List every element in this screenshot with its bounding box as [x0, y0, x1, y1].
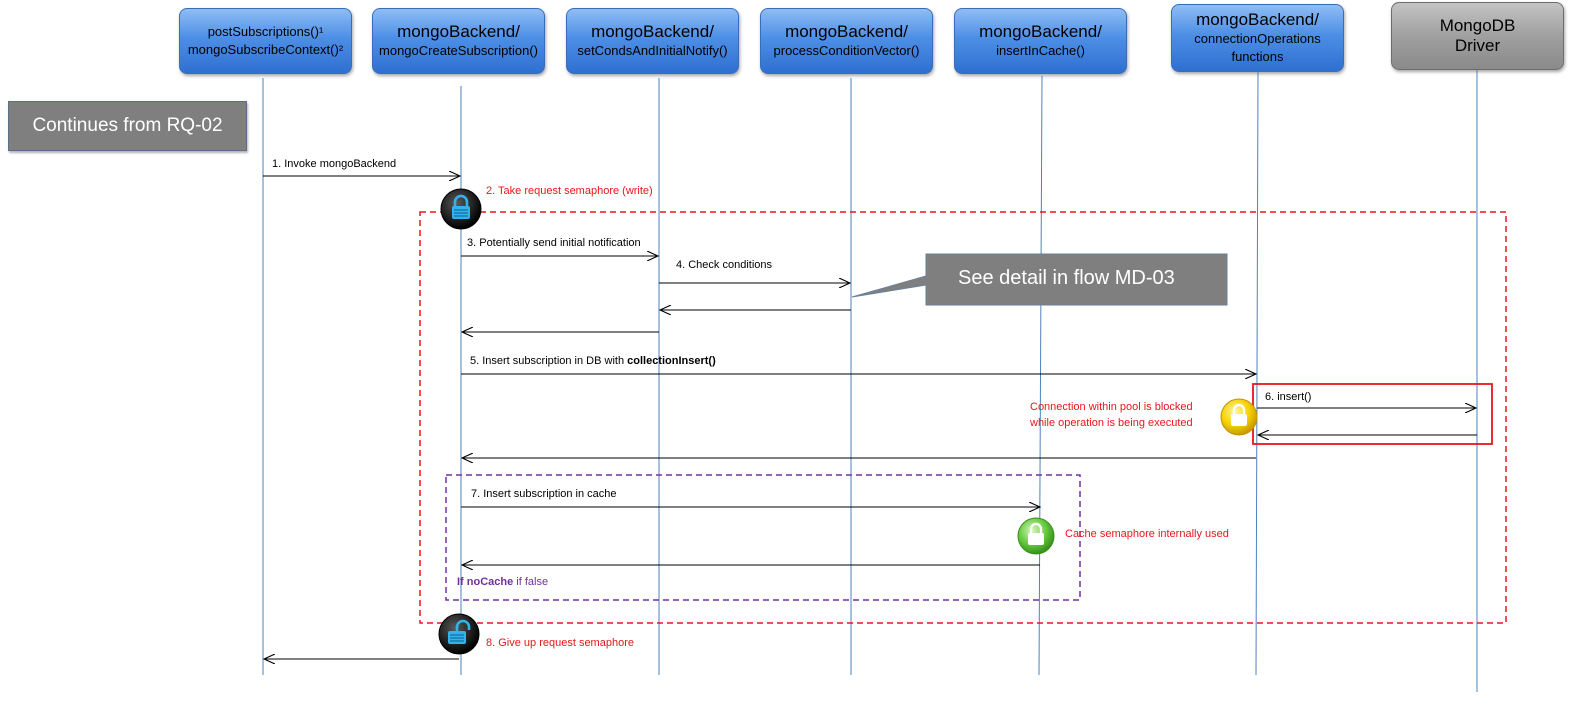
pool-note-line1: Connection within pool is blocked — [1030, 401, 1193, 413]
actor-line1: postSubscriptions()¹ — [207, 24, 324, 39]
actor-line2: Driver — [1454, 36, 1501, 55]
actor-line2: mongoCreateSubscription() — [379, 43, 538, 58]
actor-line2: processConditionVector() — [773, 43, 920, 58]
callout-shape — [851, 253, 1228, 306]
cache-lock-icon — [1017, 517, 1055, 555]
semaphore-region — [419, 211, 1507, 624]
step-5-label: 5. Insert subscription in DB with collec… — [470, 355, 716, 367]
pool-lock-icon — [1220, 398, 1258, 436]
step-5-prefix: 5. Insert subscription in DB with — [470, 355, 628, 367]
step-5-function: collectionInsert() — [627, 355, 716, 367]
cache-region — [445, 474, 1081, 601]
actor-line2: mongoSubscribeContext()² — [187, 42, 344, 57]
step-7-label: 7. Insert subscription in cache — [471, 488, 617, 500]
step-3-label: 3. Potentially send initial notification — [467, 237, 641, 249]
lock-open-icon — [438, 613, 480, 655]
step-8-label: 8. Give up request semaphore — [486, 637, 634, 649]
actor-line1: mongoBackend/ — [785, 22, 908, 41]
actor-insert-in-cache: mongoBackend/ insertInCache() — [954, 8, 1127, 74]
actor-line2: connectionOperations — [1194, 31, 1321, 46]
step-4-label: 4. Check conditions — [676, 259, 772, 271]
continues-from-box: Continues from RQ-02 — [8, 101, 247, 151]
callout-text: See detail in flow MD-03 — [958, 267, 1175, 289]
actor-line2: setCondsAndInitialNotify() — [577, 43, 728, 58]
actor-line1: mongoBackend/ — [979, 22, 1102, 41]
actor-line1: mongoBackend/ — [397, 22, 520, 41]
lifeline-5 — [1038, 75, 1043, 676]
actor-connection-operations: mongoBackend/ connectionOperations funct… — [1171, 4, 1344, 72]
actor-line2: insertInCache() — [996, 43, 1085, 58]
nocache-bold: If noCache — [457, 576, 514, 588]
actor-line3: functions — [1231, 49, 1284, 64]
pool-note-line2: while operation is being executed — [1030, 417, 1193, 429]
step-2-label: 2. Take request semaphore (write) — [486, 185, 653, 197]
lock-closed-icon — [440, 188, 482, 230]
actor-post-subscriptions: postSubscriptions()¹ mongoSubscribeConte… — [179, 8, 352, 74]
messages — [263, 176, 1477, 659]
actor-line1: mongoBackend/ — [591, 22, 714, 41]
actor-line1: mongoBackend/ — [1196, 10, 1319, 29]
actor-line1: MongoDB — [1439, 16, 1516, 35]
actor-mongodb-driver: MongoDB Driver — [1391, 2, 1564, 70]
callout — [851, 253, 1228, 306]
cache-note: Cache semaphore internally used — [1065, 528, 1229, 540]
nocache-note: If noCache if false — [457, 576, 548, 588]
actor-set-conds-and-initial-notify: mongoBackend/ setCondsAndInitialNotify() — [566, 8, 739, 74]
lifelines — [262, 70, 1478, 692]
actor-process-condition-vector: mongoBackend/ processConditionVector() — [760, 8, 933, 74]
nocache-rest: if false — [513, 576, 549, 588]
actor-mongo-create-subscription: mongoBackend/ mongoCreateSubscription() — [372, 8, 545, 74]
step-6-label: 6. insert() — [1265, 391, 1312, 403]
step-1-label: 1. Invoke mongoBackend — [272, 158, 397, 170]
lifeline-6 — [1255, 71, 1259, 676]
